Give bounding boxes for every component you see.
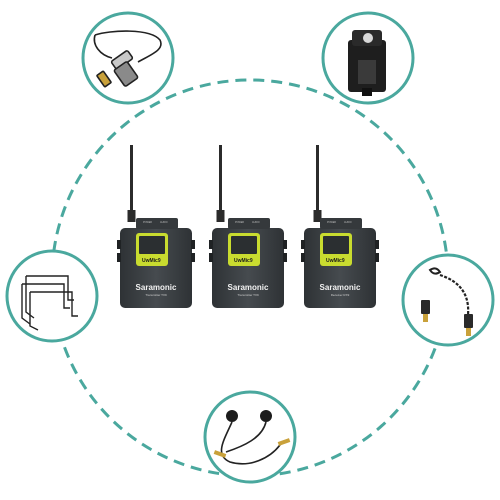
device-3-screen-label: UwMic9 [326, 258, 345, 264]
device-3-brand: Saramonic [320, 283, 361, 292]
device-transmitter-1: POWER AUDIO UwMic9 Saramonic Transmitter… [117, 145, 195, 308]
device-3-top-label-power: POWER [327, 221, 336, 224]
device-2-top-label-audio: AUDIO [252, 221, 260, 224]
device-1-top-label-audio: AUDIO [160, 221, 168, 224]
device-2-model: Transmitter TX9 [237, 293, 259, 297]
device-3-top-label-audio: AUDIO [344, 221, 352, 224]
device-1-top-label-power: POWER [143, 221, 152, 224]
lavalier-mics-icon [213, 410, 291, 465]
device-2-screen-label: UwMic9 [234, 258, 253, 264]
accessory-xlr-cable [81, 11, 175, 105]
accessory-shoe-mount [5, 249, 99, 343]
xlr-cable-icon [93, 30, 162, 88]
device-3-model: Receiver RX9 [331, 293, 350, 297]
device-2-top-label-power: POWER [235, 221, 244, 224]
accessory-lavalier-mics [203, 390, 297, 484]
device-1-brand: Saramonic [136, 283, 177, 292]
device-1-screen-label: UwMic9 [142, 258, 161, 264]
accessory-belt-clip [321, 11, 415, 105]
device-1-model: Transmitter TX9 [145, 293, 167, 297]
device-2-brand: Saramonic [228, 283, 269, 292]
device-transmitter-2: POWER AUDIO UwMic9 Saramonic Transmitter… [209, 145, 287, 308]
device-receiver: POWER AUDIO UwMic9 Saramonic Receiver RX… [301, 145, 379, 308]
shoe-mount-icon [21, 275, 78, 331]
accessory-spiral-cable [401, 253, 495, 347]
belt-clip-icon [348, 30, 386, 96]
spiral-cable-icon [421, 267, 473, 336]
